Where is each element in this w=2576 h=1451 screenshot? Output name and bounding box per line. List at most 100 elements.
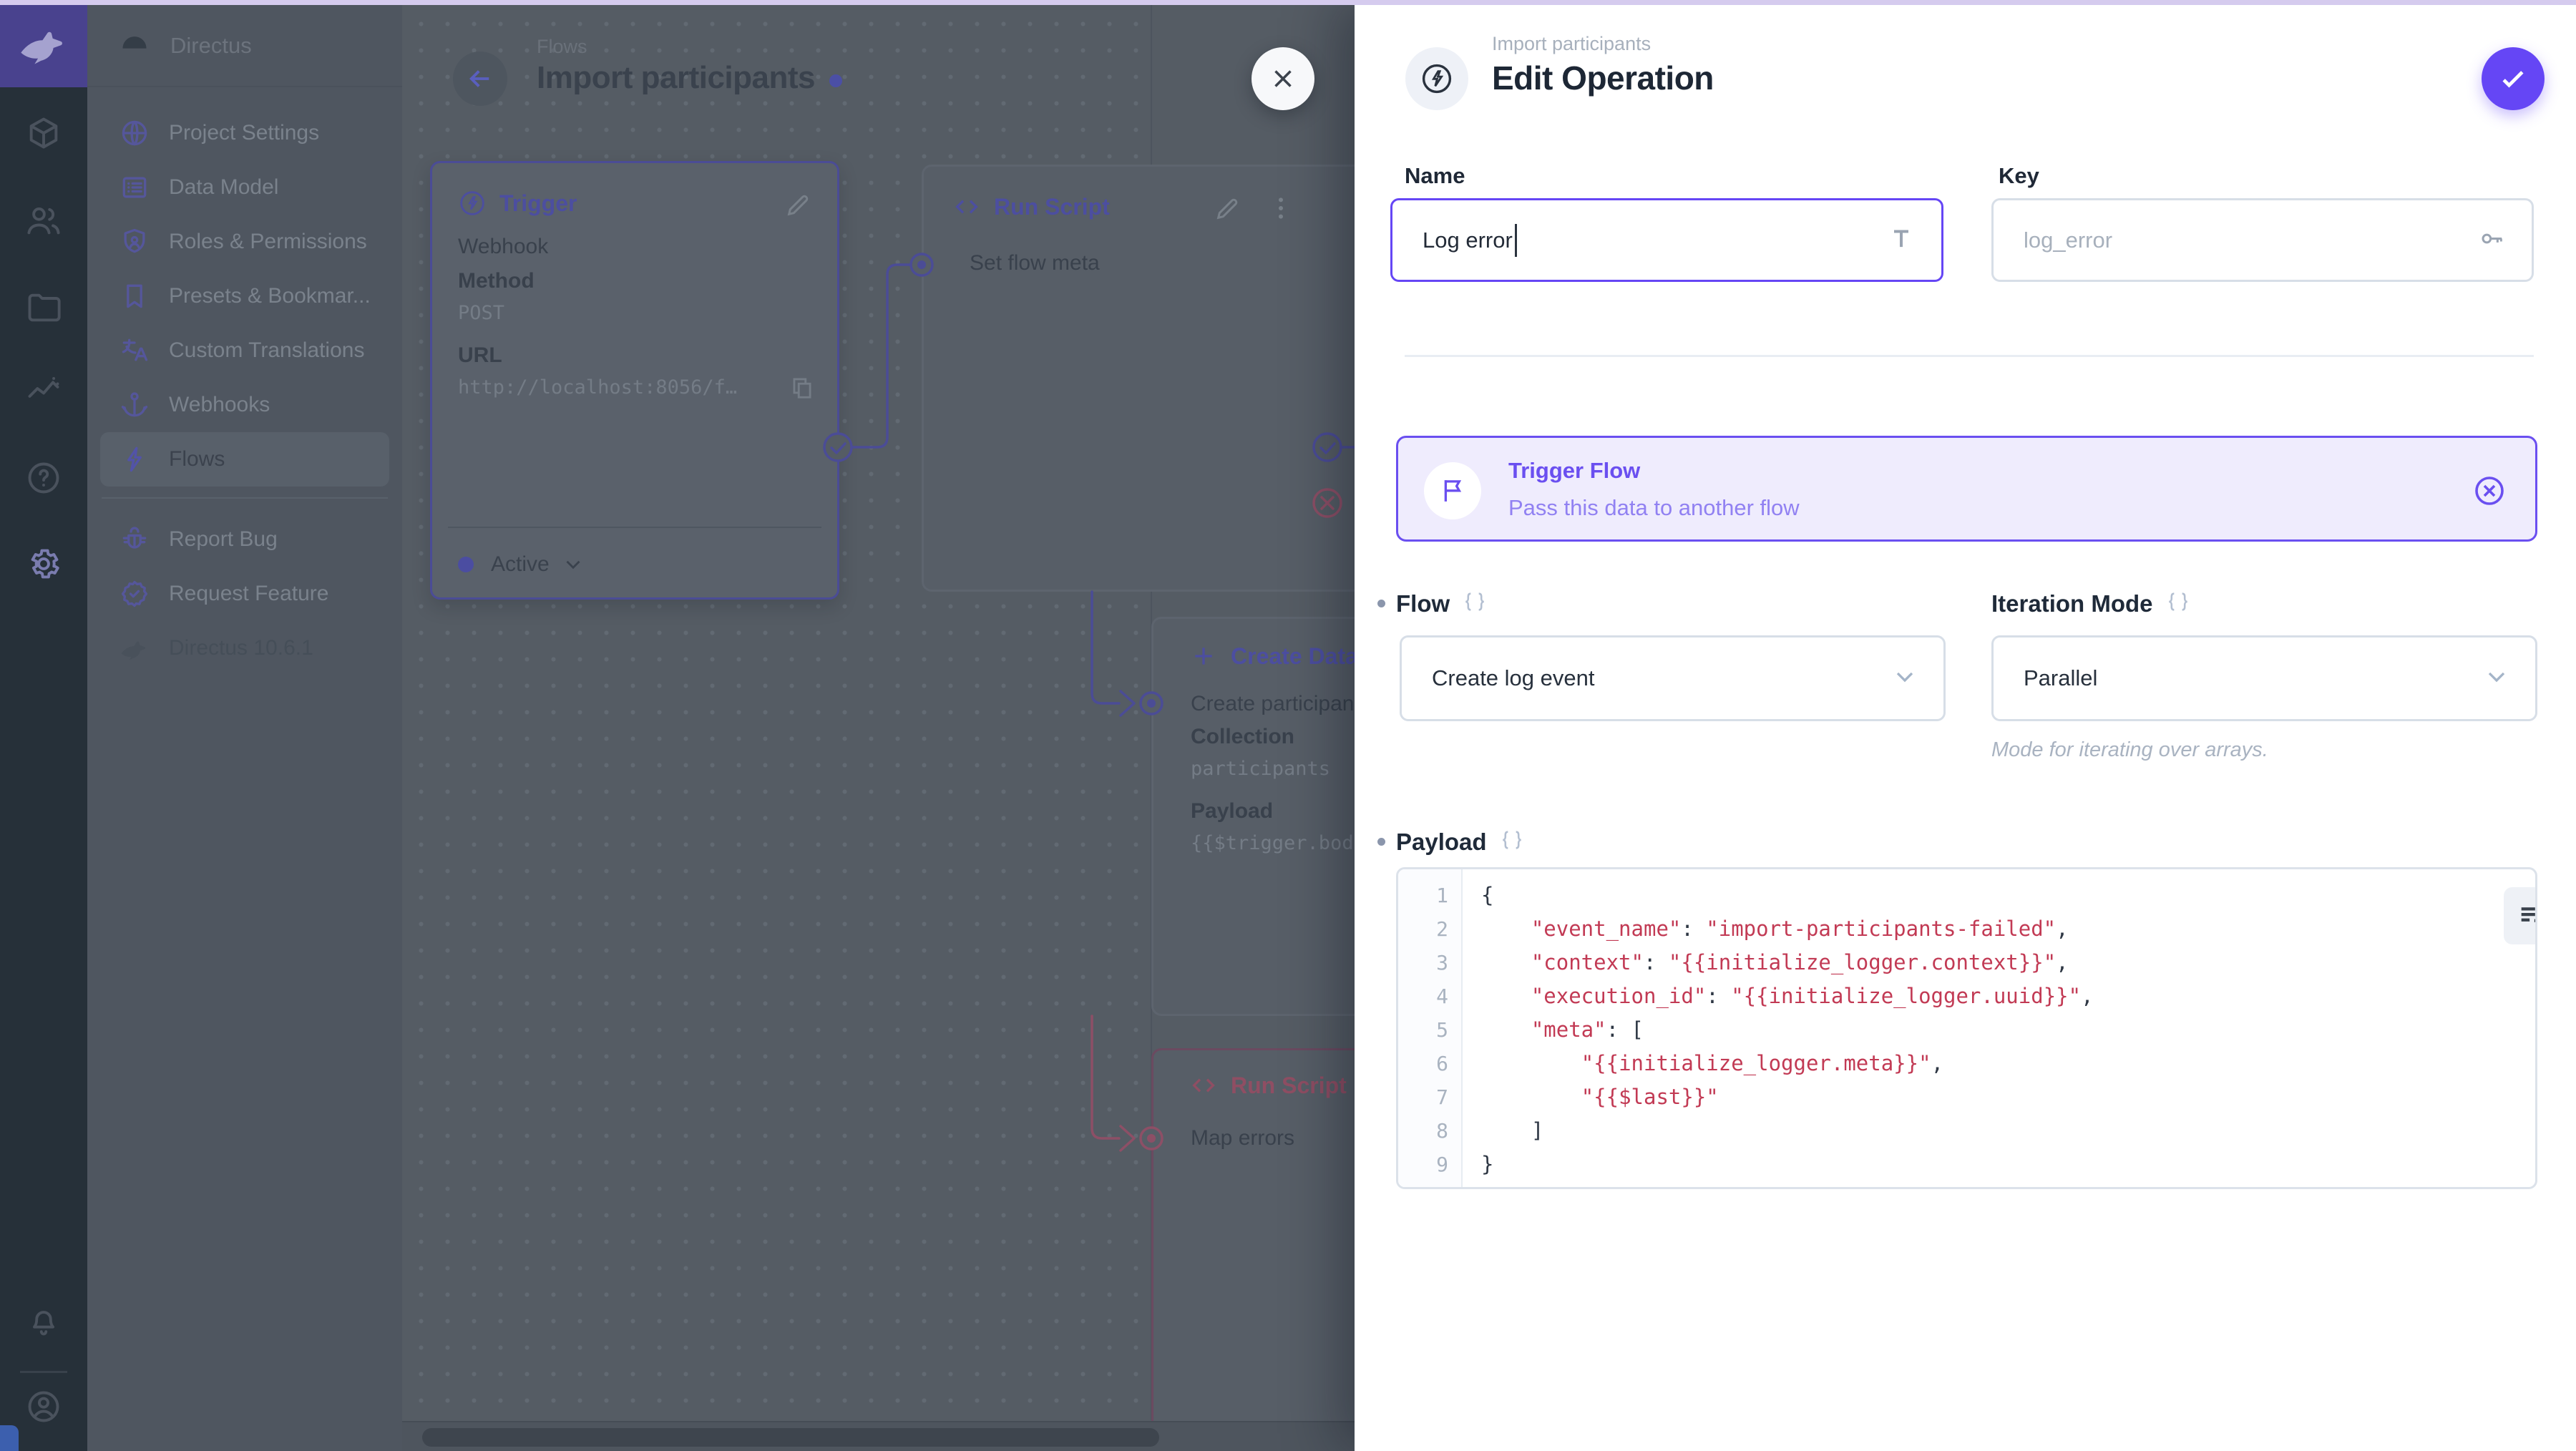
code-line: "{{$last}}": [1581, 1085, 1719, 1109]
drawer-title: Edit Operation: [1492, 59, 1714, 97]
bolt-icon: [127, 446, 142, 472]
close-icon: [1274, 70, 1292, 87]
edit-pencil-icon[interactable]: [784, 190, 813, 219]
key-icon: [2482, 233, 2502, 243]
operation-name: Set flow meta: [970, 251, 1100, 275]
module-notifications-button[interactable]: [25, 1302, 62, 1339]
module-files-button[interactable]: [25, 289, 62, 326]
sidebar-item-label: Presets & Bookmar...: [169, 284, 371, 308]
iteration-mode-label: Iteration Mode: [1991, 590, 2153, 617]
save-button[interactable]: [2482, 47, 2545, 110]
expand-editor-button[interactable]: [2504, 887, 2535, 944]
sidebar-item-request-feature[interactable]: Request Feature: [87, 567, 402, 621]
sidebar-item-custom-translations[interactable]: Custom Translations: [87, 323, 402, 378]
breadcrumb[interactable]: Flows: [537, 36, 587, 57]
project-icon: [122, 36, 147, 49]
banner-subtitle: Pass this data to another flow: [1508, 495, 1800, 520]
code-icon: [1192, 1078, 1215, 1093]
sidebar-item-report-bug[interactable]: Report Bug: [87, 512, 402, 567]
close-drawer-button[interactable]: [1252, 47, 1314, 110]
sidebar-item-webhooks[interactable]: Webhooks: [87, 378, 402, 432]
horizontal-scrollbar[interactable]: [402, 1421, 1355, 1451]
chevron-down-icon: [566, 560, 580, 570]
sidebar-item-project-settings[interactable]: Project Settings: [87, 106, 402, 160]
activity-icon: [28, 376, 59, 398]
module-account-button[interactable]: [25, 1388, 62, 1425]
globe-icon: [122, 120, 147, 146]
module-bar-divider: [20, 1371, 67, 1373]
sidebar-item-label: Webhooks: [169, 393, 270, 416]
edit-pencil-icon[interactable]: [1214, 194, 1242, 223]
code-icon: [955, 200, 978, 214]
key-label: Key: [1999, 163, 2039, 188]
scrollbar-thumb[interactable]: [422, 1428, 1159, 1447]
help-icon: [28, 462, 59, 494]
active-dot: [458, 557, 474, 572]
iteration-mode-select[interactable]: Parallel: [1991, 635, 2537, 721]
plus-icon: [1195, 648, 1212, 665]
shield-icon: [124, 228, 145, 253]
code-line: {: [1481, 883, 1494, 907]
top-accent-strip: [0, 0, 2576, 5]
module-users-button[interactable]: [25, 202, 62, 239]
method-label: Method: [458, 269, 535, 293]
raw-value-icon: [2168, 592, 2187, 611]
trigger-panel[interactable]: Trigger Webhook Method POST URL http://l…: [430, 161, 839, 600]
run-script-panel[interactable]: Run Script Set flow meta: [922, 165, 1355, 592]
sidebar-item-roles-permissions[interactable]: Roles & Permissions: [87, 215, 402, 269]
create-data-panel[interactable]: Create Data Create participant Collectio…: [1151, 617, 1355, 1016]
trigger-type: Webhook: [458, 235, 549, 258]
url-value: http://localhost:8056/f…: [458, 376, 738, 399]
error-run-script-panel[interactable]: Run Script Map errors: [1151, 1048, 1355, 1451]
playlist-add-icon: [2521, 907, 2535, 922]
bookmark-icon: [127, 284, 142, 308]
drawer-breadcrumb: Import participants: [1492, 33, 1652, 54]
error-run-script-title: Run Script: [1189, 1071, 1347, 1100]
trigger-panel-title: Trigger: [458, 189, 577, 218]
module-bar: [0, 0, 87, 1451]
remove-trigger-flow-button[interactable]: [2472, 474, 2507, 508]
list-icon: [122, 177, 147, 198]
key-value: log_error: [2024, 227, 2113, 253]
title-formatter-icon: [1894, 230, 1908, 247]
sidebar-item-version[interactable]: Directus 10.6.1: [87, 621, 402, 675]
trigger-status-toggle[interactable]: Active: [458, 552, 585, 577]
module-docs-button[interactable]: [25, 459, 62, 497]
sidebar-item-presets-bookmarks[interactable]: Presets & Bookmar...: [87, 269, 402, 323]
code-line: "context": "{{initialize_logger.context}…: [1531, 950, 2069, 974]
method-value: POST: [458, 302, 505, 324]
code-line: ]: [1531, 1118, 1544, 1143]
create-data-title: Create Data: [1189, 642, 1355, 670]
flag-icon: [1444, 480, 1462, 502]
kebab-menu-icon[interactable]: [1267, 194, 1295, 223]
run-script-title: Run Script: [952, 192, 1110, 221]
back-button[interactable]: [453, 52, 507, 106]
sidebar-item-flows[interactable]: Flows: [100, 432, 389, 487]
translate-icon: [122, 338, 148, 361]
key-input[interactable]: log_error: [1991, 198, 2534, 282]
unsaved-dot: [829, 74, 842, 87]
trigger-flow-banner[interactable]: Trigger Flow Pass this data to another f…: [1396, 436, 2537, 542]
banner-title: Trigger Flow: [1508, 458, 1641, 483]
flow-canvas[interactable]: Trigger Webhook Method POST URL http://l…: [402, 0, 1355, 1451]
code-line: }: [1481, 1152, 1494, 1176]
code-line: "event_name": "import-participants-faile…: [1531, 917, 2069, 941]
module-settings-button[interactable]: [25, 545, 62, 582]
chevron-down-icon: [1896, 672, 1913, 682]
url-label: URL: [458, 343, 502, 367]
collection-label: Collection: [1191, 725, 1295, 748]
copy-icon[interactable]: [789, 373, 816, 401]
page-title: Import participants: [537, 60, 816, 95]
badge-check-icon: [121, 580, 148, 607]
name-input[interactable]: Log error: [1390, 198, 1943, 282]
raw-value-icon: [1502, 831, 1521, 849]
flow-select[interactable]: Create log event: [1400, 635, 1946, 721]
directus-logo[interactable]: [0, 0, 87, 87]
operation-icon: [1405, 47, 1468, 110]
module-insights-button[interactable]: [25, 370, 62, 407]
project-header[interactable]: Directus: [87, 5, 402, 87]
module-content-button[interactable]: [25, 114, 62, 152]
sidebar-item-data-model[interactable]: Data Model: [87, 160, 402, 215]
